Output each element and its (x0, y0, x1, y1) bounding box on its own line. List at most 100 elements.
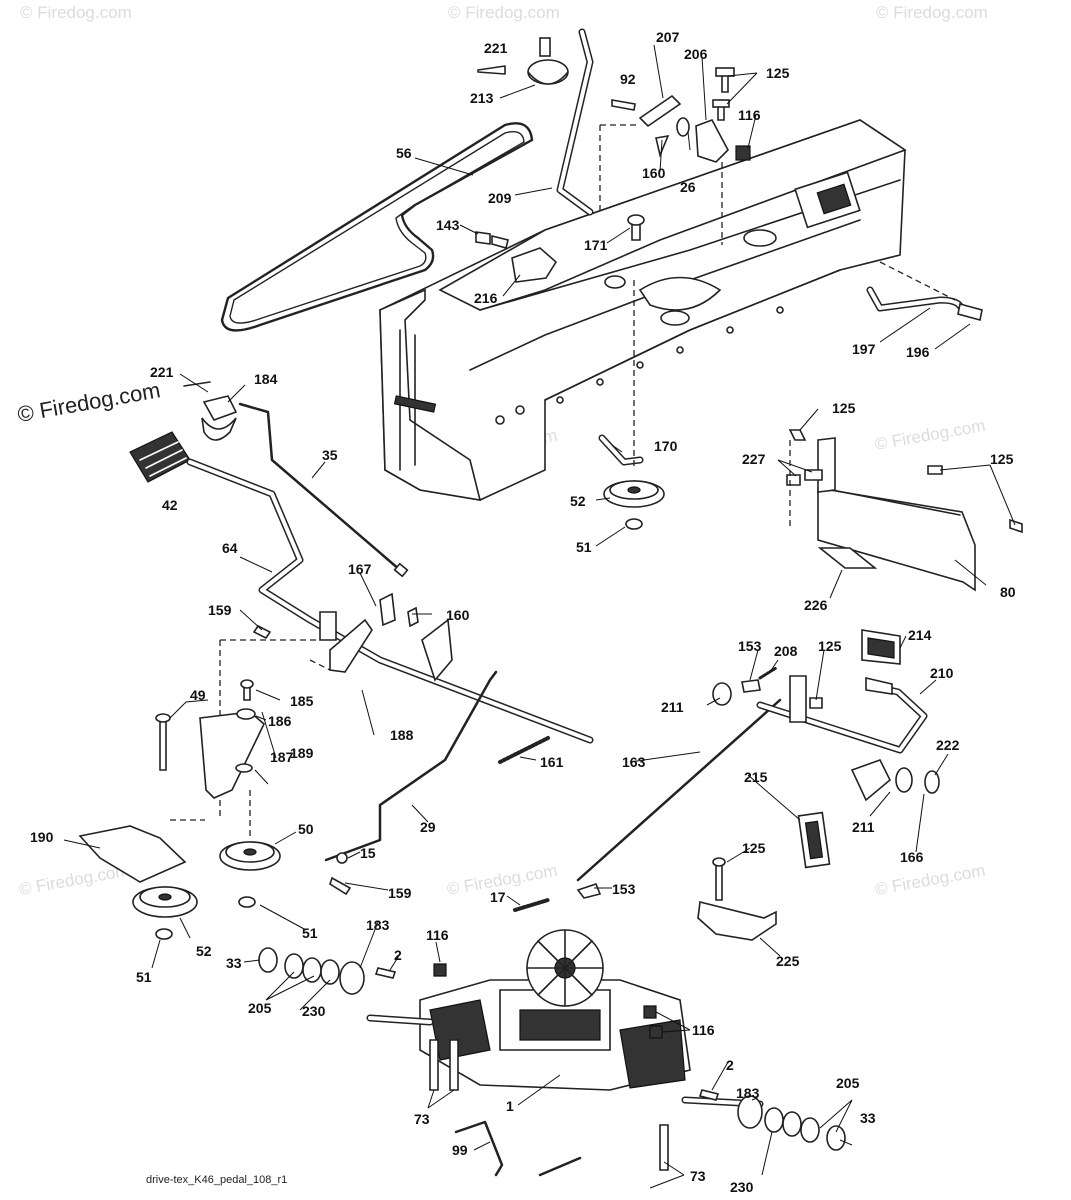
callout-label: 64 (222, 540, 238, 556)
callout-label: 222 (936, 737, 960, 753)
callout-label: 17 (490, 889, 506, 905)
callout-label: 1 (506, 1098, 514, 1114)
callout-label: 92 (620, 71, 636, 87)
upper-linkage (475, 28, 751, 283)
callout-label: 188 (390, 727, 414, 743)
callout-label: 190 (30, 829, 54, 845)
callout-label: 161 (540, 754, 564, 770)
callout-label: 160 (642, 165, 666, 181)
drive-belt (220, 122, 534, 332)
callout-label: 197 (852, 341, 876, 357)
callout-label: 230 (730, 1179, 754, 1195)
springs (498, 736, 550, 912)
belt-guard-80 (786, 429, 1023, 592)
callout-label: 196 (906, 344, 930, 360)
callout-label: 125 (990, 451, 1014, 467)
pulley-52-lower (78, 825, 198, 940)
axle-washers-left (258, 947, 447, 995)
callout-label: 183 (366, 917, 390, 933)
callout-label: 73 (414, 1111, 430, 1127)
callout-label: 2 (726, 1057, 734, 1073)
callout-label: 210 (930, 665, 954, 681)
callout-label: 143 (436, 217, 460, 233)
callout-label: 125 (818, 638, 842, 654)
faint-watermark: © Firedog.com (20, 3, 132, 22)
idler-pulley-52-upper (598, 280, 665, 530)
callout-label: 205 (248, 1000, 272, 1016)
faint-watermark: © Firedog.com (876, 3, 988, 22)
lift-shaft-64 (186, 458, 594, 744)
callout-label: 99 (452, 1142, 468, 1158)
callout-label: 49 (190, 687, 206, 703)
callout-label: 209 (488, 190, 512, 206)
callout-label: 42 (162, 497, 178, 513)
callout-label: 183 (736, 1085, 760, 1101)
callout-label: 125 (766, 65, 790, 81)
callout-label: 159 (388, 885, 412, 901)
callout-label: 215 (744, 769, 768, 785)
callout-label: 167 (348, 561, 372, 577)
callout-label: 221 (150, 364, 174, 380)
callout-label: 116 (426, 927, 449, 943)
callout-label: 50 (298, 821, 314, 837)
callout-label: 33 (226, 955, 242, 971)
callout-label: 189 (290, 745, 314, 761)
callout-label: 52 (196, 943, 212, 959)
callout-label: 211 (661, 699, 684, 715)
faint-watermark: © Firedog.com (448, 3, 560, 22)
callout-label: 207 (656, 29, 680, 45)
callout-label: 221 (484, 40, 508, 56)
callout-label: 184 (254, 371, 278, 387)
leader-lines (63, 44, 1016, 1189)
callout-label: 80 (1000, 584, 1016, 600)
callout-label: 185 (290, 693, 314, 709)
callout-label: 116 (692, 1022, 715, 1038)
callout-label: 125 (742, 840, 766, 856)
callout-label: 35 (322, 447, 338, 463)
callout-label: 56 (396, 145, 412, 161)
knob-213 (477, 37, 569, 85)
callout-label: 213 (470, 90, 494, 106)
callout-label: 51 (576, 539, 592, 555)
faint-watermark: © Firedog.com (873, 416, 986, 454)
callout-label: 51 (302, 925, 318, 941)
callout-label: 186 (268, 713, 292, 729)
callout-label: 159 (208, 602, 232, 618)
callout-label: 225 (776, 953, 800, 969)
callout-label: 163 (622, 754, 646, 770)
callout-label: 15 (360, 845, 376, 861)
callout-label: 51 (136, 969, 152, 985)
callout-label: 170 (654, 438, 678, 454)
pedal-assembly (712, 629, 940, 869)
callout-label: 226 (804, 597, 828, 613)
callout-label: 230 (302, 1003, 326, 1019)
callout-label: 205 (836, 1075, 860, 1091)
faint-watermark: © Firedog.com (873, 861, 986, 899)
callout-label: 227 (742, 451, 766, 467)
rod-35 (238, 402, 409, 578)
lever-197 (866, 261, 983, 321)
lift-brackets (219, 592, 453, 820)
callout-label: 153 (738, 638, 762, 654)
bracket-225 (697, 857, 777, 941)
axle-washers-right (643, 1005, 846, 1151)
callout-label: 214 (908, 627, 932, 643)
callout-label: 187 (270, 749, 294, 765)
callout-label: 29 (420, 819, 436, 835)
drawing-code: drive-tex_K46_pedal_108_r1 (146, 1174, 288, 1186)
rod-163 (576, 698, 782, 899)
idler-bracket-189 (155, 679, 281, 908)
callout-label: 153 (612, 881, 636, 897)
callout-label: 26 (680, 179, 696, 195)
callout-labels: 221 213 207 206 92 125 56 116 160 26 209… (30, 29, 1016, 1195)
callout-label: 33 (860, 1110, 876, 1126)
transaxle-1 (366, 929, 764, 1171)
callout-label: 73 (690, 1168, 706, 1184)
callout-label: 116 (738, 107, 761, 123)
rod-29 (324, 670, 498, 896)
callout-label: 2 (394, 947, 402, 963)
callout-label: 216 (474, 290, 498, 306)
bypass-rod-99 (454, 1120, 582, 1177)
callout-label: 125 (832, 400, 856, 416)
